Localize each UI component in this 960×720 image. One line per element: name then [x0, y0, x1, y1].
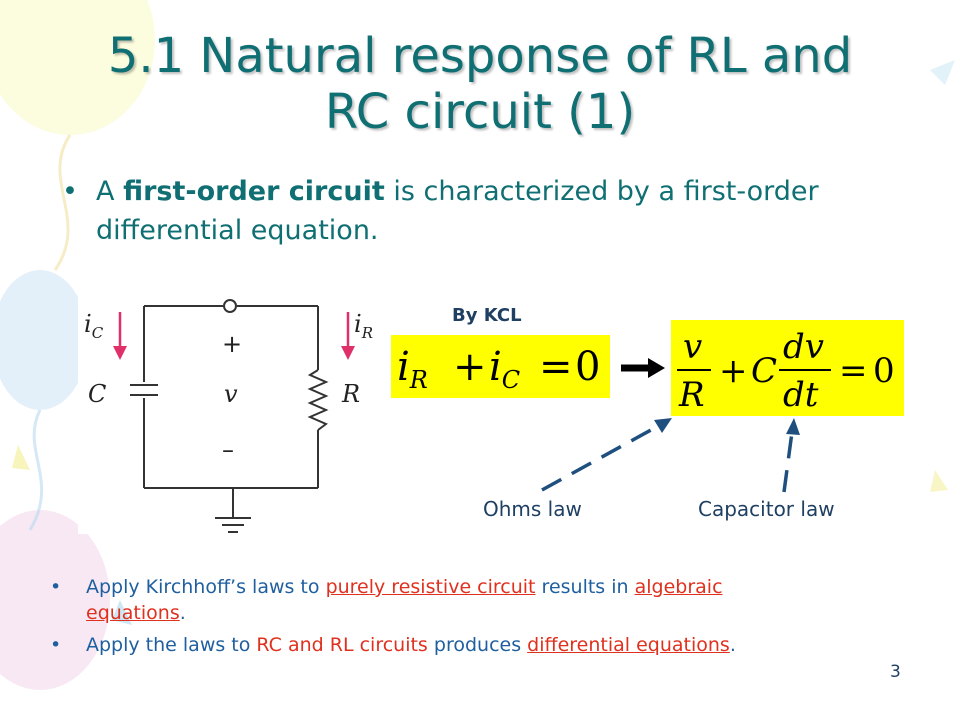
confetti-decoration: [12, 445, 30, 470]
capacitor-pointer-head-icon: [786, 418, 800, 435]
voltage-label: v: [224, 380, 238, 408]
eq2-plus: +: [719, 351, 748, 391]
main-bullet: • A first-order circuit is characterized…: [62, 172, 882, 250]
b2-red2: differential equations: [527, 634, 730, 656]
title-line-1: 5.1 Natural response of RL and: [107, 28, 853, 84]
rc-circuit-diagram: iC iR + – C v R: [78, 294, 378, 534]
eq2-equals: =: [839, 351, 868, 391]
eq1-ic: iC: [489, 344, 520, 394]
eq1-equals: =: [539, 344, 573, 390]
ir-label: iR: [354, 310, 373, 342]
confetti-decoration: [930, 470, 948, 492]
main-bullet-text: A first-order circuit is characterized b…: [62, 172, 882, 250]
circuit-background: [78, 294, 378, 534]
eq2-v: v: [683, 327, 702, 367]
main-bullet-post: is characterized by a first-order differ…: [96, 176, 819, 246]
b1-mid: results in: [535, 576, 635, 598]
implies-arrow-head-icon: [648, 358, 665, 378]
balloon-string: [28, 409, 44, 531]
kcl-equation: iR + iC = 0: [397, 344, 600, 394]
balloon-string: [53, 134, 72, 271]
ic-label-sub: C: [92, 324, 104, 342]
capacitor-law-label: Capacitor law: [698, 497, 835, 521]
eq2-zero: 0: [873, 351, 895, 391]
balloon-decoration: [0, 0, 155, 135]
eq1-zero: 0: [575, 344, 600, 390]
eq2-dv: dv: [783, 327, 824, 367]
eq1-ic-sub: C: [502, 366, 520, 394]
b2-post: .: [729, 634, 736, 656]
b2-red1: RC and RL circuits: [256, 634, 428, 656]
bottom-bullet-1: • Apply Kirchhoff’s laws to purely resis…: [50, 574, 810, 626]
b1-post: .: [179, 602, 186, 624]
b1-pre: Apply Kirchhoff’s laws to: [86, 576, 326, 598]
slide-title: 5.1 Natural response of RL and RC circui…: [40, 28, 920, 140]
ohms-pointer-arrow-icon: [541, 423, 661, 492]
kcl-label: By KCL: [452, 305, 522, 326]
eq1-plus: +: [453, 344, 487, 390]
bottom-bullet-2: • Apply the laws to RC and RL circuits p…: [50, 632, 810, 658]
ir-arrow-head-icon: [341, 346, 355, 360]
balloon-decoration: [0, 270, 88, 410]
eq2-C: C: [751, 351, 777, 391]
confetti-decoration: [930, 60, 955, 85]
balloon-decoration: [0, 510, 110, 690]
bottom-bullets: • Apply Kirchhoff’s laws to purely resis…: [50, 574, 810, 664]
ohms-pointer-head-icon: [654, 418, 672, 433]
page-number: 3: [890, 662, 901, 682]
eq1-ir-sub: R: [409, 366, 428, 394]
ic-arrow-head-icon: [113, 346, 127, 360]
rc-differential-equation-box: v R + C dv dt = 0: [671, 320, 904, 416]
bullet-dot-icon: •: [50, 634, 62, 656]
title-line-2: RC circuit (1): [324, 84, 636, 140]
capacitor-label: C: [88, 380, 106, 408]
eq2-dt: dt: [783, 375, 819, 415]
ir-label-sub: R: [361, 324, 373, 342]
eq2-R: R: [678, 375, 705, 415]
plus-sign: +: [222, 330, 242, 358]
kcl-equation-box: iR + iC = 0: [391, 335, 610, 398]
main-bullet-bold: first-order circuit: [123, 176, 385, 207]
confetti-decoration: [112, 600, 132, 625]
bullet-dot-icon: •: [62, 176, 78, 207]
b1-red2: algebraic equations: [86, 576, 723, 624]
bullet-dot-icon: •: [50, 576, 62, 598]
ohms-law-label: Ohms law: [483, 497, 582, 521]
ic-label: iC: [84, 310, 104, 342]
top-terminal-node: [223, 299, 237, 313]
minus-sign: –: [222, 436, 234, 464]
main-bullet-pre: A: [96, 176, 124, 207]
b1-red1: purely resistive circuit: [325, 576, 536, 598]
rc-differential-equation: v R + C dv dt = 0: [677, 327, 895, 415]
b2-mid: produces: [427, 634, 528, 656]
eq1-ir: iR: [397, 344, 428, 394]
capacitor-pointer-arrow-icon: [782, 431, 794, 493]
resistor-zigzag: [307, 369, 329, 431]
resistor-label: R: [341, 380, 360, 408]
b2-pre: Apply the laws to: [86, 634, 257, 656]
